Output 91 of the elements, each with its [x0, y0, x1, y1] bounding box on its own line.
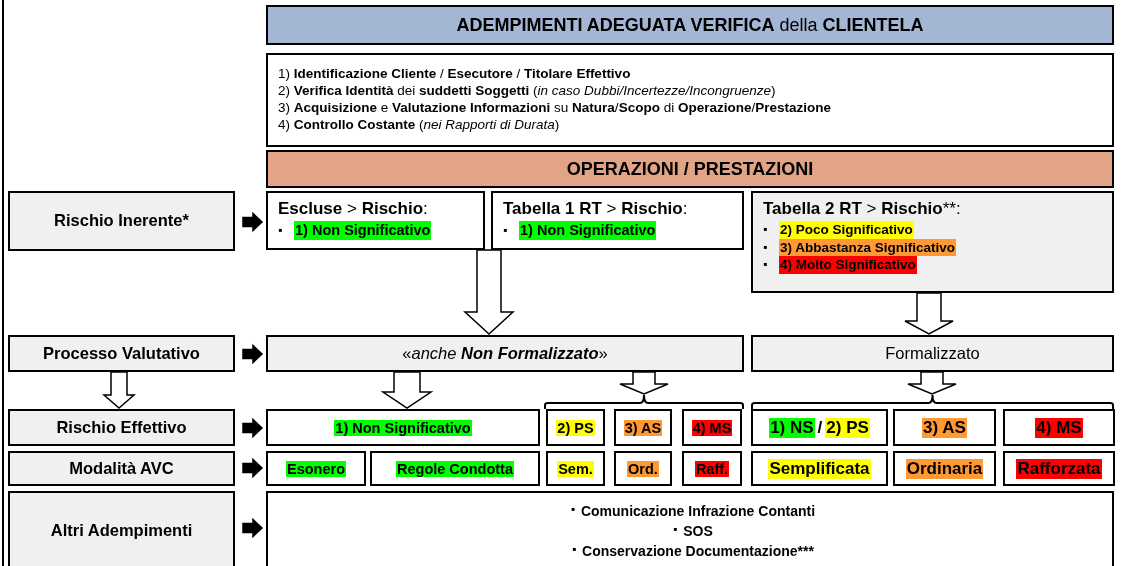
risk-box	[491, 191, 744, 250]
bullet: ▪	[763, 257, 769, 273]
level-box	[682, 451, 742, 486]
level-text: Esonero	[286, 460, 346, 477]
level-text: 2) PS	[825, 417, 870, 438]
block-arrow	[619, 371, 669, 395]
requirements-box	[266, 491, 1114, 566]
requirements-box	[266, 53, 1114, 147]
row-label: Rischio Effettivo	[56, 416, 187, 438]
bullet: ▪	[278, 222, 284, 239]
risk-level: 1) Non Significativo	[294, 221, 432, 240]
requirement-text: 1) Identificazione Cliente / Esecutore / Titolare Effettivo	[278, 66, 631, 84]
block-arrow	[242, 417, 264, 439]
level-box	[1003, 451, 1115, 486]
block-arrow	[242, 517, 264, 539]
risk-box	[266, 191, 485, 250]
block-arrow	[907, 371, 957, 395]
block-arrow	[242, 343, 264, 365]
level-text: Regole Condotta	[396, 460, 514, 477]
level-box	[682, 409, 742, 446]
bullet: ▪	[503, 222, 509, 239]
row-label-box	[8, 491, 235, 566]
risk-heading: Tabella 2 RT > Rischio**:	[763, 199, 961, 219]
requirement-text: Conservazione Documentazione***	[582, 542, 814, 562]
requirement-text: 4) Controllo Costante (nei Rapporti di Durata)	[278, 116, 560, 134]
level-text: Formalizzato	[884, 344, 981, 363]
level-box	[751, 451, 888, 486]
level-box	[614, 409, 672, 446]
requirement-text: SOS	[683, 521, 713, 541]
risk-heading: Tabella 1 RT > Rischio:	[503, 199, 688, 219]
block-arrow	[242, 457, 264, 479]
risk-heading: Escluse > Rischio:	[278, 199, 428, 219]
risk-level: 4) Molto Significativo	[779, 256, 917, 274]
brace	[544, 394, 744, 409]
level-text: 1) Non Significativo	[334, 419, 472, 436]
category-banner	[266, 150, 1114, 188]
level-text: 4) MS	[691, 419, 733, 436]
level-box	[751, 409, 888, 446]
risk-level: 2) Poco Significativo	[779, 221, 914, 239]
risk-box	[751, 191, 1114, 293]
block-arrow	[102, 371, 136, 409]
row-label: Processo Valutativo	[43, 342, 200, 364]
row-label-box	[8, 451, 235, 486]
row-label: Modalità AVC	[69, 457, 174, 479]
block-arrow	[904, 292, 954, 335]
title-banner	[266, 5, 1114, 45]
bullet: ▪	[672, 520, 679, 538]
requirement-text: 3) Acquisizione e Valutazione Informazioni su Natura/Scopo di Operazione/Prestazione	[278, 100, 831, 117]
level-box	[266, 451, 366, 486]
brace	[751, 394, 1114, 409]
level-box	[893, 451, 996, 486]
row-label-box	[8, 191, 235, 251]
level-text: 2) PS	[556, 419, 595, 436]
row-label-box	[8, 335, 235, 372]
bullet: ▪	[763, 221, 769, 238]
bullet: ▪	[763, 239, 769, 256]
level-text: Raff.	[694, 460, 730, 477]
block-arrow	[463, 249, 515, 335]
level-text: Rafforzata	[1016, 458, 1102, 479]
block-arrow	[242, 211, 264, 233]
block-arrow	[380, 371, 434, 409]
level-text: 3) AS	[623, 419, 663, 436]
level-text: Sem.	[557, 460, 594, 477]
level-text: 4) MS	[1035, 417, 1083, 438]
level-box	[266, 409, 540, 446]
requirement-text: 2) Verifica Identità dei suddetti Soggetti (in caso Dubbi/Incertezze/Incongruenze)	[278, 83, 776, 100]
level-box	[546, 451, 605, 486]
bullet: ▪	[570, 541, 578, 559]
banner-text: ADEMPIMENTI ADEGUATA VERIFICA della CLIENTELA	[455, 14, 925, 36]
row-label: Altri Adempimenti	[50, 520, 193, 542]
level-text: Ord.	[627, 460, 659, 477]
banner-text: OPERAZIONI / PRESTAZIONI	[565, 158, 815, 180]
process-box	[266, 335, 744, 372]
row-label: Rischio Inerente*	[54, 210, 189, 232]
level-box	[614, 451, 672, 486]
level-box	[546, 409, 605, 446]
level-box	[1003, 409, 1115, 446]
requirement-text: Comunicazione Infrazione Contanti	[580, 501, 816, 521]
process-box	[751, 335, 1114, 372]
risk-level: 1) Non Significativo	[519, 221, 657, 240]
level-text: «anche Non Formalizzato»	[401, 344, 609, 363]
level-text: 1) NS	[769, 417, 815, 438]
bullet: ▪	[569, 500, 577, 518]
level-box	[893, 409, 996, 446]
level-box	[370, 451, 540, 486]
row-label-box	[8, 409, 235, 446]
level-text: Ordinaria	[905, 458, 984, 479]
level-text: Semplificata	[768, 458, 871, 479]
risk-level: 3) Abbastanza Significativo	[779, 238, 957, 257]
level-text: /	[816, 417, 824, 438]
level-text: 3) AS	[922, 417, 967, 438]
